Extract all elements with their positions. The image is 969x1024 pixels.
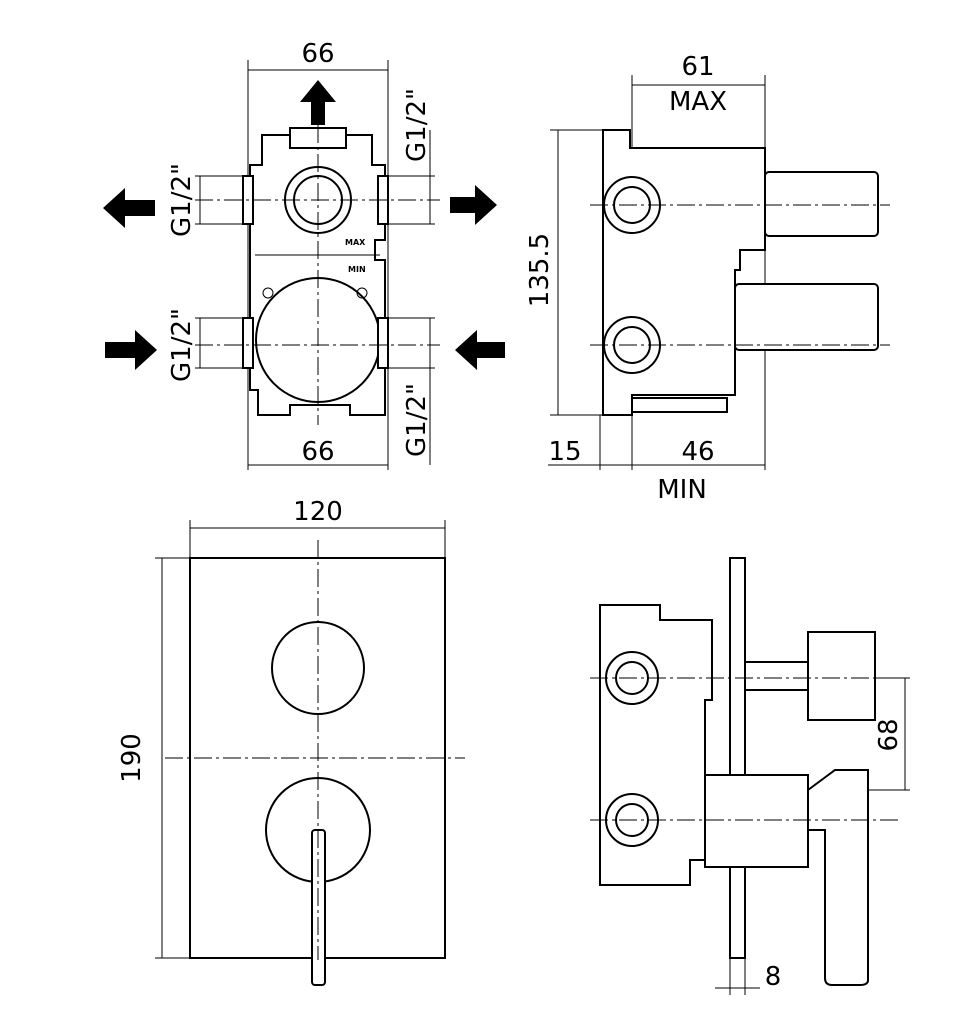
dim-top-width: 66: [301, 39, 334, 69]
thread-top-right: G1/2": [402, 88, 432, 162]
dim-plate-width: 120: [293, 497, 343, 527]
body-mark-min: MIN: [348, 265, 366, 274]
diverter-knob-side: [807, 631, 876, 721]
outlet-left-arrow-icon: [103, 188, 155, 228]
thread-left-lower: G1/2": [167, 308, 197, 382]
outlet-right-arrow-icon: [450, 185, 497, 225]
inlet-left-arrow-icon: [105, 330, 157, 370]
dim-spacing: 68: [874, 718, 904, 751]
side-view: 61 MAX 135.5 15 46 MIN: [525, 52, 890, 505]
assembled-side-view: 68 8: [590, 557, 910, 995]
side-body: [602, 129, 766, 416]
thread-bottom-right: G1/2": [402, 383, 432, 457]
label-min: MIN: [657, 475, 707, 505]
body-mark-max: MAX: [345, 238, 366, 247]
dim-depth-min: 46: [681, 437, 714, 467]
lever-side: [807, 769, 869, 986]
dim-offset: 15: [548, 437, 581, 467]
dim-height: 135.5: [525, 233, 555, 307]
assembled-body: [599, 604, 713, 886]
dim-plate-thickness: 8: [765, 962, 782, 992]
dim-depth-max: 61: [681, 52, 714, 82]
thread-left-upper: G1/2": [167, 163, 197, 237]
assembled-plate: [729, 557, 746, 959]
dim-bottom-width: 66: [301, 437, 334, 467]
dim-plate-height: 190: [117, 733, 147, 783]
label-max: MAX: [669, 87, 727, 117]
outlet-up-arrow-icon: [300, 80, 336, 125]
front-view: 66 66 MAX MIN G1/2" G1/2": [103, 39, 505, 470]
plate-view: 120 190: [117, 497, 465, 986]
inlet-right-arrow-icon: [455, 330, 505, 370]
